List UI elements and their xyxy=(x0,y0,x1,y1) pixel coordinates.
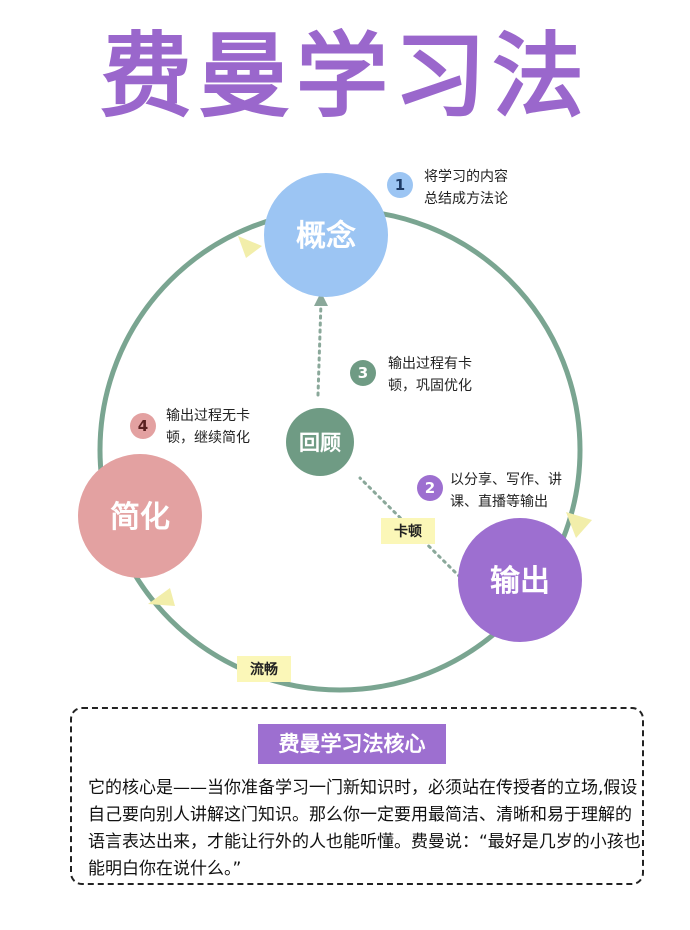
ring-arrow-top-left xyxy=(238,236,262,258)
step-4-line-2: 顿，继续简化 xyxy=(166,429,250,446)
step-4-line-1: 输出过程无卡 xyxy=(166,408,250,424)
step-2-number: 2 xyxy=(425,479,435,497)
step-3: 3 输出过程有卡 顿，巩固优化 xyxy=(350,356,472,394)
step-3-line-2: 顿，巩固优化 xyxy=(388,378,472,394)
step-3-badge xyxy=(350,360,376,386)
concept-node xyxy=(264,173,388,297)
concept-node-label: 概念 xyxy=(296,219,356,254)
review-to-concept-arrowhead xyxy=(314,292,328,306)
ring-arrow-right xyxy=(566,512,592,538)
core-section-text: 它的核心是——当你准备学习一门新知识时，必须站在传授者的立场,假设自己要向别人讲… xyxy=(88,778,641,879)
feynman-cycle-diagram: 概念 输出 回顾 简化 1 将学习的内容 总结成方法论 2 以分享、写作、讲 课… xyxy=(78,168,592,693)
simplify-node-label: 简化 xyxy=(110,500,170,535)
step-1: 1 将学习的内容 总结成方法论 xyxy=(387,168,508,207)
step-3-line-1: 输出过程有卡 xyxy=(388,356,472,372)
ring-arrow-bottom-left xyxy=(148,588,175,606)
output-node-label: 输出 xyxy=(490,564,550,599)
core-section-box xyxy=(70,707,644,885)
stuck-tag-bg xyxy=(381,518,435,544)
step-1-number: 1 xyxy=(395,176,405,194)
step-4-number: 4 xyxy=(138,417,148,435)
step-2-line-2: 课、直播等输出 xyxy=(450,493,548,510)
step-1-line-2: 总结成方法论 xyxy=(424,191,508,207)
review-to-concept-link xyxy=(316,300,323,397)
step-2: 2 以分享、写作、讲 课、直播等输出 xyxy=(417,471,562,510)
step-4: 4 输出过程无卡 顿，继续简化 xyxy=(130,408,250,446)
fluent-tag-label: 流畅 xyxy=(250,661,278,678)
step-4-badge xyxy=(130,413,156,439)
page-title: 费曼学习法 xyxy=(99,23,590,130)
core-section-title: 费曼学习法核心 xyxy=(258,724,446,764)
step-1-line-1: 将学习的内容 xyxy=(424,168,508,185)
step-2-line-1: 以分享、写作、讲 xyxy=(450,471,562,488)
review-node-label: 回顾 xyxy=(299,431,341,455)
review-node xyxy=(286,408,354,476)
stuck-tag: 卡顿 xyxy=(381,518,435,544)
fluent-tag: 流畅 xyxy=(237,656,291,682)
step-1-badge xyxy=(387,172,413,198)
output-node xyxy=(458,518,582,642)
stuck-tag-label: 卡顿 xyxy=(394,523,422,540)
fluent-tag-bg xyxy=(237,656,291,682)
step-2-badge xyxy=(417,475,443,501)
step-3-number: 3 xyxy=(358,364,368,382)
simplify-node xyxy=(78,454,202,578)
